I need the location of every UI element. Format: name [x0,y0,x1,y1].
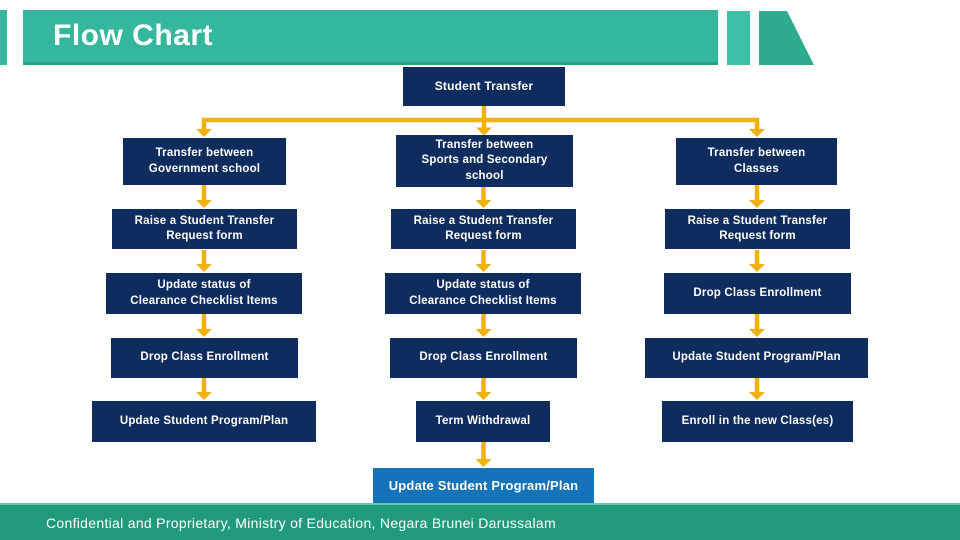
header-accent-trapezoid [759,11,814,65]
title-bar: Flow Chart [23,10,718,65]
flow-node-update-student-program-plan-final: Update Student Program/Plan [373,468,594,503]
flow-node-update-student-program-plan-right: Update Student Program/Plan [645,338,868,378]
header-left-accent [0,10,7,65]
footer-text: Confidential and Proprietary, Ministry o… [46,514,556,531]
flow-node-drop-class-enrollment-right: Drop Class Enrollment [664,273,851,314]
flow-node-update-student-program-plan-left: Update Student Program/Plan [92,401,316,442]
flow-node-transfer-between-government-school: Transfer between Government school [123,138,286,185]
flow-node-drop-class-enrollment-middle: Drop Class Enrollment [390,338,577,378]
flow-node-drop-class-enrollment-left: Drop Class Enrollment [111,338,298,378]
flow-node-raise-transfer-request-form-right: Raise a Student Transfer Request form [665,209,850,249]
branch-connector [196,106,765,137]
flow-node-raise-transfer-request-form-left: Raise a Student Transfer Request form [112,209,297,249]
flow-node-enroll-in-new-classes: Enroll in the new Class(es) [662,401,853,442]
flow-node-raise-transfer-request-form-middle: Raise a Student Transfer Request form [391,209,576,249]
flow-node-transfer-between-classes: Transfer between Classes [676,138,837,185]
footer-bar: Confidential and Proprietary, Ministry o… [0,503,960,540]
flow-node-update-clearance-checklist-middle: Update status of Clearance Checklist Ite… [385,273,581,314]
page-title: Flow Chart [53,19,213,52]
flow-node-term-withdrawal: Term Withdrawal [416,401,550,442]
flow-node-transfer-between-sports-secondary-school: Transfer between Sports and Secondary sc… [396,135,573,187]
flow-node-update-clearance-checklist-left: Update status of Clearance Checklist Ite… [106,273,302,314]
header-accent-rect [727,11,750,65]
flow-node-student-transfer: Student Transfer [403,67,565,106]
